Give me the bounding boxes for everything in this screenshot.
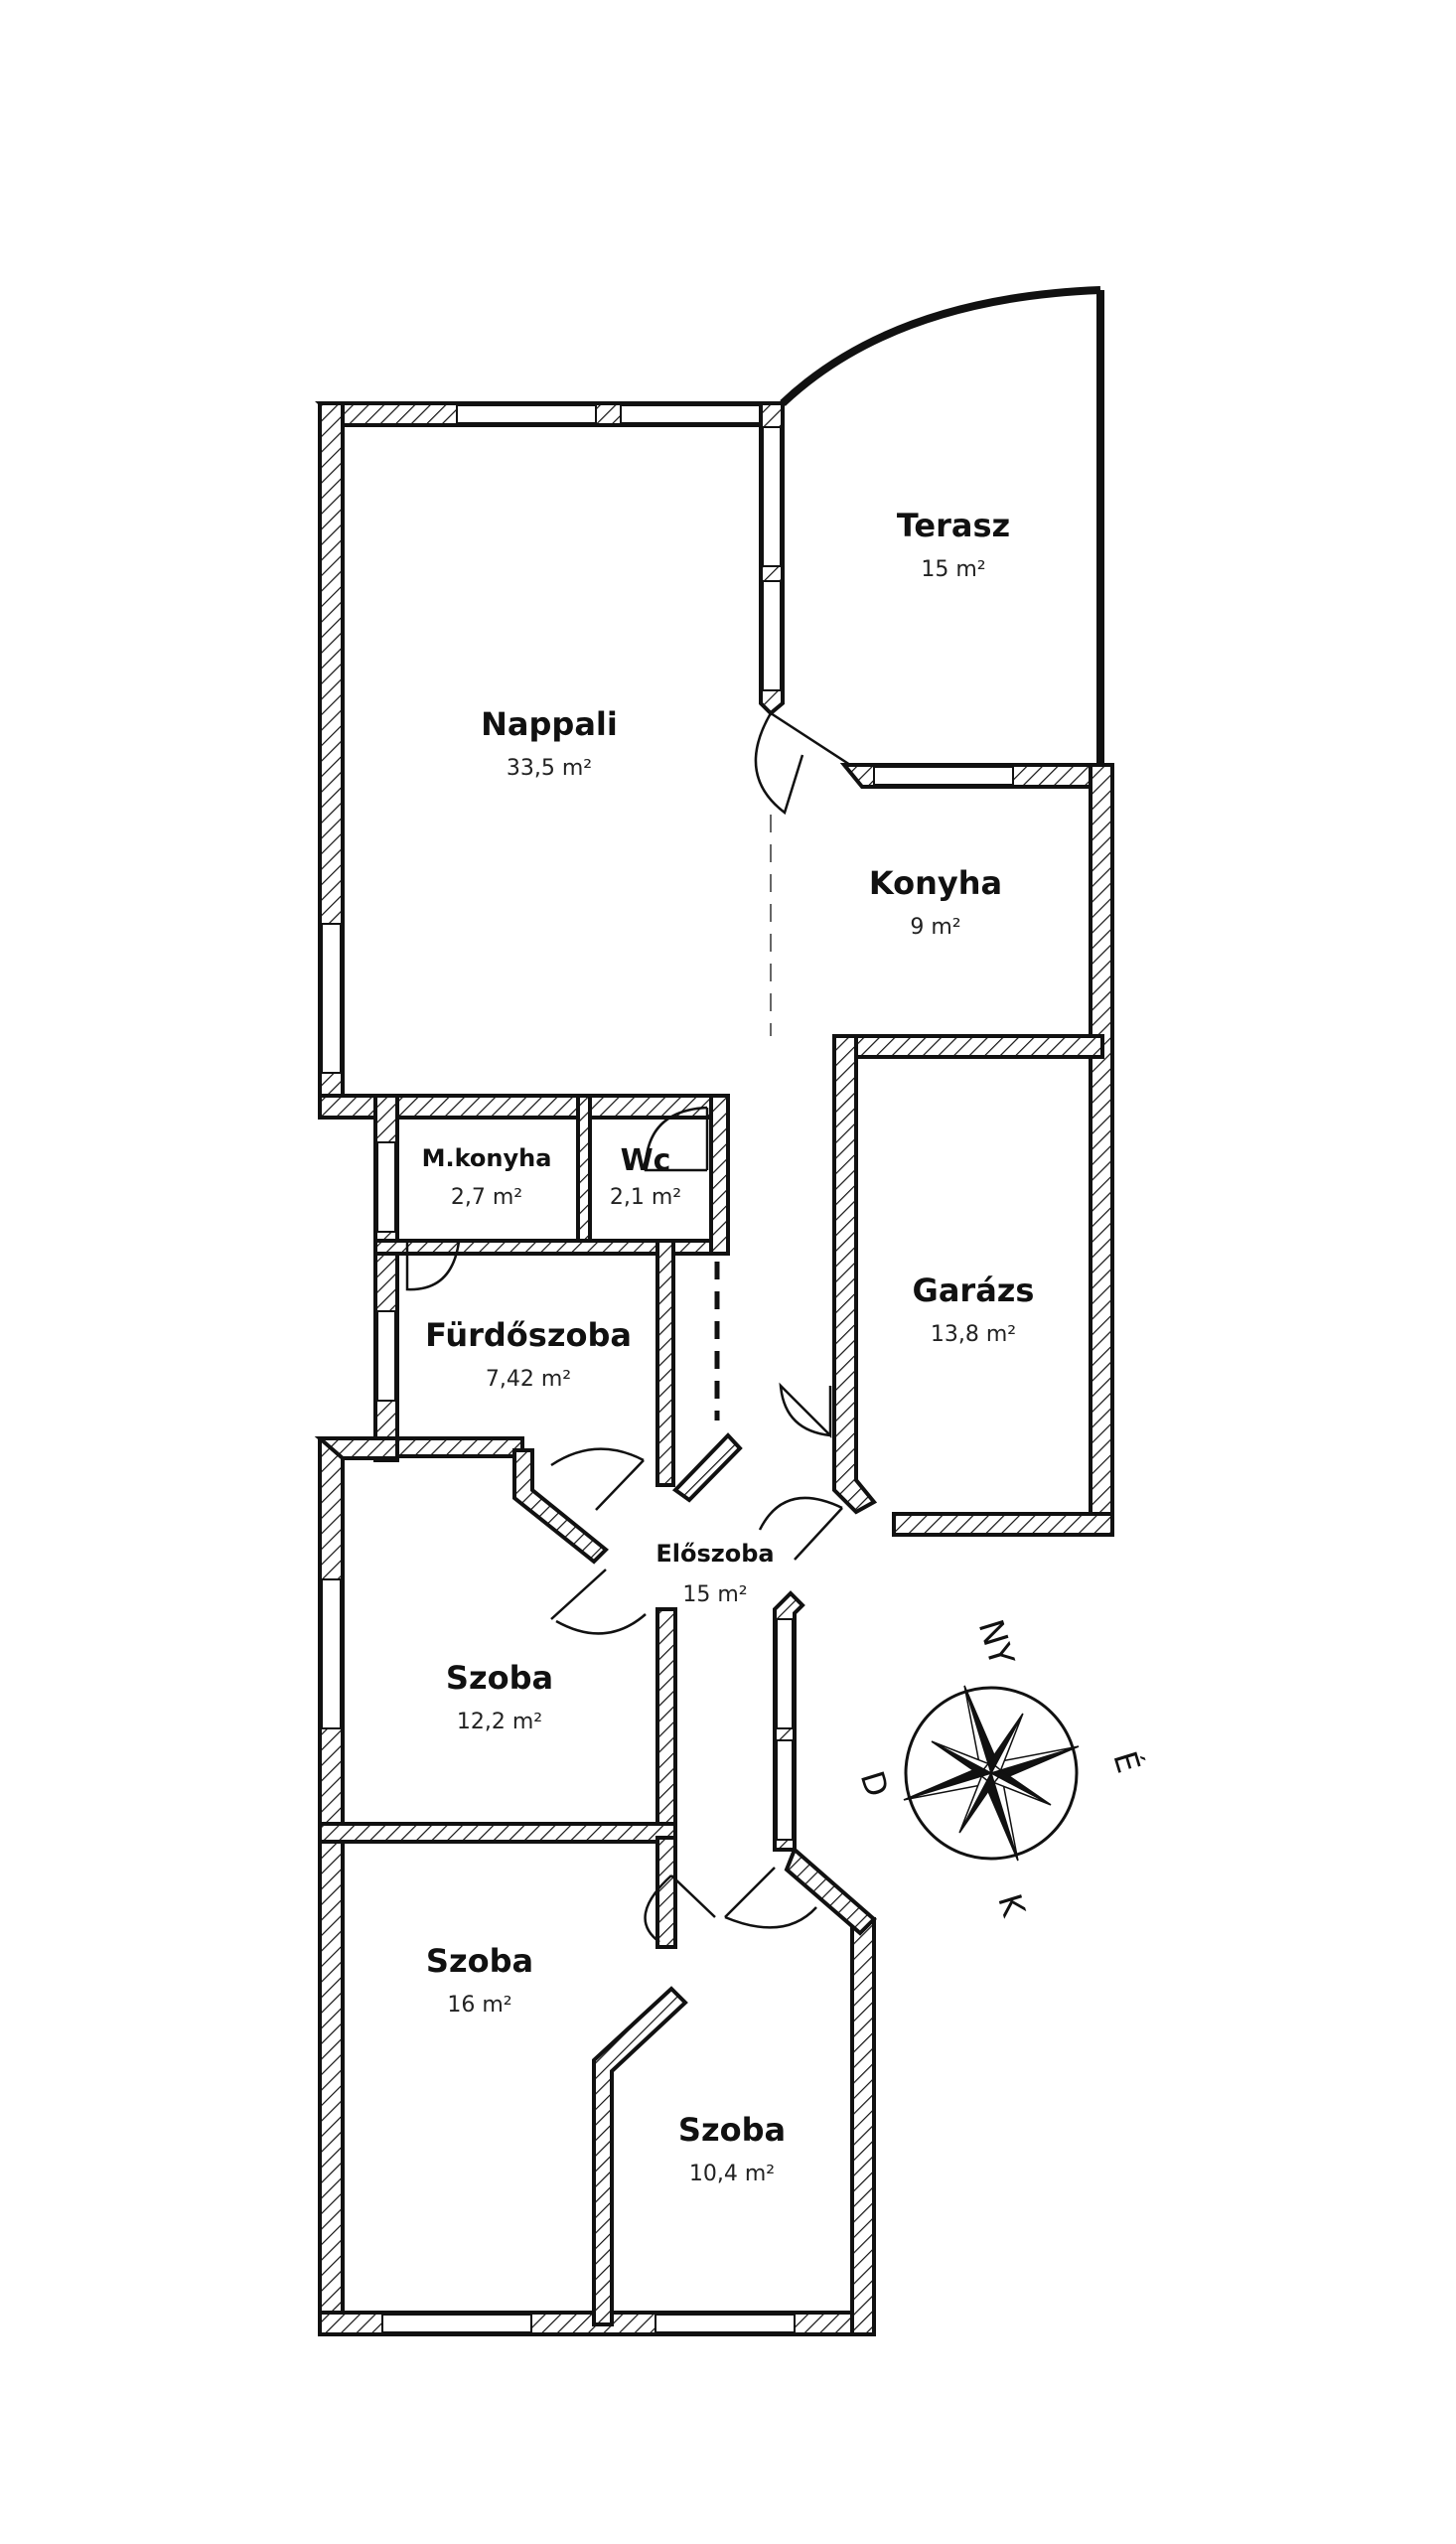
window-nappali-left xyxy=(321,923,342,1074)
dashed-partitions xyxy=(714,815,772,1421)
wall-szoba1-notch xyxy=(512,1448,609,1565)
door-szoba2 xyxy=(644,1874,716,1944)
room-area-mkonyha: 2,7 m² xyxy=(451,1185,522,1210)
compass-west: D xyxy=(853,1766,897,1801)
door-furdo-bottom xyxy=(550,1447,645,1511)
wall-szoba23-mid xyxy=(592,1986,688,2326)
room-name-nappali: Nappali xyxy=(481,705,618,743)
compass-north: NY xyxy=(970,1615,1022,1671)
terasz-arc xyxy=(780,286,1101,406)
window-terasz-1 xyxy=(762,426,782,567)
window-konyha xyxy=(873,766,1014,786)
door-garazs xyxy=(779,1382,832,1439)
wall-garazs-left xyxy=(832,1034,878,1515)
window-terasz-2 xyxy=(762,580,782,691)
wall-wc-right xyxy=(709,1094,730,1256)
window-corridor-2 xyxy=(776,1739,794,1841)
room-name-garazs: Garázs xyxy=(913,1272,1035,1309)
wall-szoba3-right xyxy=(850,1917,876,2336)
window-mkonyha xyxy=(376,1141,396,1233)
compass-south: K xyxy=(990,1889,1033,1921)
wall-furdo-right xyxy=(655,1239,675,1487)
room-name-szoba1: Szoba xyxy=(446,1659,553,1697)
room-area-wc: 2,1 m² xyxy=(610,1185,681,1210)
wall-szoba2-right xyxy=(655,1836,677,1949)
door-eloszoba-garazs xyxy=(758,1496,843,1561)
room-area-konyha: 9 m² xyxy=(910,915,960,940)
wall-corridor-diag xyxy=(671,1432,743,1503)
window-corridor-1 xyxy=(776,1618,794,1729)
room-area-nappali: 33,5 m² xyxy=(507,756,592,781)
room-area-garazs: 13,8 m² xyxy=(931,1322,1016,1347)
room-name-wc: Wc xyxy=(621,1143,671,1178)
wall-garazs-bottom xyxy=(892,1512,1114,1537)
room-labels: Terasz 15 m² Nappali 33,5 m² Konyha 9 m²… xyxy=(422,507,1035,2186)
wall-szoba3-diag xyxy=(784,1846,877,1936)
room-area-szoba3: 10,4 m² xyxy=(689,2162,775,2186)
room-name-terasz: Terasz xyxy=(897,507,1010,544)
room-name-szoba3: Szoba xyxy=(678,2111,786,2149)
room-name-furdoszoba: Fürdőszoba xyxy=(425,1316,632,1354)
wall-szoba1-bottom xyxy=(318,1822,677,1844)
compass-star xyxy=(903,1685,1080,1862)
window-nappali-2 xyxy=(620,404,761,424)
door-szoba1 xyxy=(550,1569,647,1635)
compass-east: É xyxy=(1105,1747,1147,1777)
window-nappali-1 xyxy=(456,404,597,424)
door-terasz xyxy=(754,711,851,816)
room-area-eloszoba: 15 m² xyxy=(682,1582,747,1607)
room-area-terasz: 15 m² xyxy=(921,557,985,582)
wall-szoba1-left xyxy=(318,1436,345,2336)
room-area-furdoszoba: 7,42 m² xyxy=(486,1367,571,1392)
wall-konyha-bottom xyxy=(832,1034,1104,1059)
wall-szoba1-top xyxy=(314,1436,399,1460)
door-szoba3 xyxy=(724,1867,817,1929)
terasz-outline xyxy=(780,286,1104,765)
room-name-eloszoba: Előszoba xyxy=(655,1540,774,1568)
window-szoba3 xyxy=(655,2314,796,2333)
room-name-szoba2: Szoba xyxy=(426,1942,533,1980)
door-furdo xyxy=(405,1241,461,1291)
window-szoba1 xyxy=(321,1578,342,1729)
window-furdo xyxy=(376,1310,396,1402)
windows xyxy=(321,404,1014,2333)
room-name-konyha: Konyha xyxy=(869,864,1002,902)
door-wc xyxy=(644,1106,709,1172)
wall-szoba1-right xyxy=(655,1607,677,1840)
wall-mkonyha-wc xyxy=(576,1094,592,1254)
doors xyxy=(405,711,851,1944)
room-name-mkonyha: M.konyha xyxy=(422,1144,552,1172)
room-area-szoba2: 16 m² xyxy=(447,1993,511,2018)
compass-rose: NY É K D xyxy=(853,1615,1148,1921)
wall-konyha-right xyxy=(1089,763,1114,1537)
room-area-szoba1: 12,2 m² xyxy=(457,1710,542,1734)
window-szoba2 xyxy=(381,2314,532,2333)
